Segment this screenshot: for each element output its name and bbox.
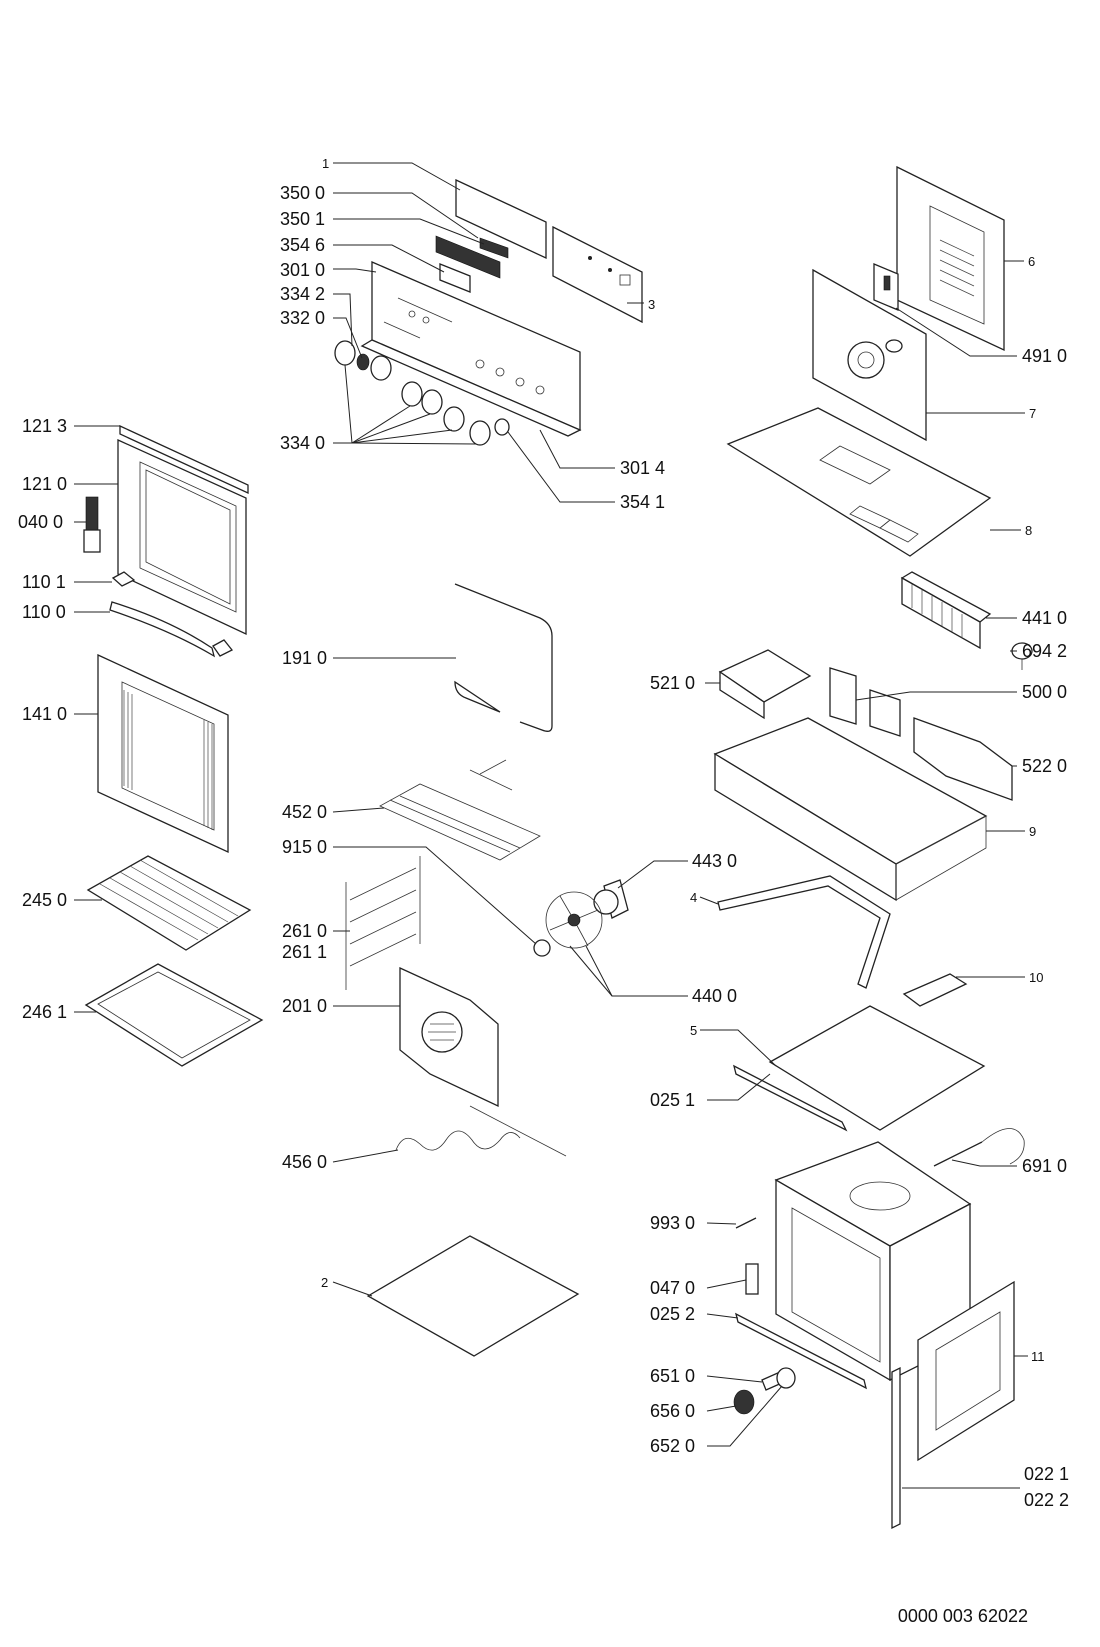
callout-452-0: 452 0 — [282, 802, 327, 822]
part-10-bracket — [902, 973, 968, 1007]
callout-8: 8 — [1025, 523, 1032, 538]
part-191-door-seal — [454, 583, 553, 732]
callout-354-6: 354 6 — [280, 235, 325, 255]
callout-652-0: 652 0 — [650, 1436, 695, 1456]
callout-4: 4 — [690, 890, 697, 905]
callout-993-0: 993 0 — [650, 1213, 695, 1233]
part-245-wire-shelf — [86, 855, 252, 951]
callout-5: 5 — [690, 1023, 697, 1038]
callout-915-0: 915 0 — [282, 837, 327, 857]
callout-246-1: 246 1 — [22, 1002, 67, 1022]
callout-522-0: 522 0 — [1022, 756, 1067, 776]
part-201-fan-cover — [399, 966, 499, 1108]
callout-521-0: 521 0 — [650, 673, 695, 693]
callout-334-0: 334 0 — [280, 433, 325, 453]
part-521-control-unit — [718, 649, 812, 720]
part-1-panel-bracket — [455, 178, 643, 324]
part-652-knob-base — [776, 1367, 796, 1389]
callout-3: 3 — [648, 297, 655, 312]
callout-350-1: 350 1 — [280, 209, 325, 229]
part-2-bottom-plate — [366, 1235, 580, 1357]
part-7-back-panel — [812, 268, 927, 442]
part-915-nut — [533, 939, 551, 957]
part-656-knob — [733, 1389, 755, 1415]
leader-lines — [74, 162, 1028, 1489]
part-261-side-rails — [345, 856, 421, 990]
callout-691-0: 691 0 — [1022, 1156, 1067, 1176]
callout-labels: 1 350 0 350 1 354 6 301 0 334 2 332 0 3 … — [18, 156, 1069, 1510]
callout-301-4: 301 4 — [620, 458, 665, 478]
callout-7: 7 — [1029, 406, 1036, 421]
callout-110-1: 110 1 — [22, 572, 66, 592]
callout-040-0: 040 0 — [18, 512, 63, 532]
callout-110-0: 110 0 — [22, 602, 66, 622]
part-022-front-strip — [891, 1366, 901, 1530]
callout-261-1: 261 1 — [282, 942, 327, 962]
callout-354-1: 354 1 — [620, 492, 665, 512]
part-040-hinge — [83, 496, 101, 553]
part-440-fan-blade — [545, 891, 603, 949]
part-8-top-plate — [726, 407, 992, 557]
part-491-relay — [873, 263, 899, 311]
part-354-display-window — [439, 263, 471, 293]
part-246-baking-tray — [84, 963, 264, 1067]
callout-025-1: 025 1 — [650, 1090, 695, 1110]
part-110-handle — [109, 571, 234, 658]
callout-191-0: 191 0 — [282, 648, 327, 668]
part-456-bottom-element — [395, 1105, 567, 1157]
part-5-mounting-plate — [733, 1005, 986, 1132]
callout-500-0: 500 0 — [1022, 682, 1067, 702]
part-047-bracket — [745, 1263, 759, 1295]
callout-301-0: 301 0 — [280, 260, 325, 280]
part-441-tangential-fan — [900, 571, 992, 650]
part-334-knobs — [334, 340, 510, 446]
callout-10: 10 — [1029, 970, 1043, 985]
callout-334-2: 334 2 — [280, 284, 325, 304]
callout-443-0: 443 0 — [692, 851, 737, 871]
part-452-grill-element — [379, 759, 541, 861]
part-4-side-bracket — [717, 875, 891, 989]
part-993-screw — [735, 1217, 757, 1229]
callout-245-0: 245 0 — [22, 890, 67, 910]
callout-121-3: 121 3 — [22, 416, 67, 436]
callout-6: 6 — [1028, 254, 1035, 269]
callout-261-0: 261 0 — [282, 921, 327, 941]
part-522-module — [913, 717, 1013, 801]
callout-1: 1 — [322, 156, 329, 171]
callout-2: 2 — [321, 1275, 328, 1290]
callout-491-0: 491 0 — [1022, 346, 1067, 366]
part-350-electronic-board — [435, 235, 509, 279]
document-number: 0000 003 62022 — [897, 1606, 1028, 1626]
callout-440-0: 440 0 — [692, 986, 737, 1006]
callout-656-0: 656 0 — [650, 1401, 695, 1421]
callout-651-0: 651 0 — [650, 1366, 695, 1386]
callout-022-2: 022 2 — [1024, 1490, 1069, 1510]
callout-025-2: 025 2 — [650, 1304, 695, 1324]
part-121-door-frame — [117, 424, 249, 636]
callout-441-0: 441 0 — [1022, 608, 1067, 628]
part-141-outer-door-glass — [97, 653, 229, 854]
part-11-side-panel — [917, 1280, 1015, 1462]
callout-11: 11 — [1031, 1349, 1045, 1364]
callout-121-0: 121 0 — [22, 474, 67, 494]
callout-694-2: 694 2 — [1022, 641, 1067, 661]
part-691-temperature-probe — [933, 1128, 1025, 1167]
part-025-rail — [735, 1312, 867, 1390]
part-443-fan-motor — [593, 879, 629, 919]
callout-332-0: 332 0 — [280, 308, 325, 328]
callout-350-0: 350 0 — [280, 183, 325, 203]
callout-022-1: 022 1 — [1024, 1464, 1069, 1484]
part-500-switch — [829, 667, 901, 737]
callout-9: 9 — [1029, 824, 1036, 839]
callout-141-0: 141 0 — [22, 704, 67, 724]
callout-201-0: 201 0 — [282, 996, 327, 1016]
part-9-component-tray — [713, 717, 988, 902]
part-301-control-panel — [360, 261, 582, 437]
part-6-rear-cover — [896, 165, 1005, 352]
callout-047-0: 047 0 — [650, 1278, 695, 1298]
callout-456-0: 456 0 — [282, 1152, 327, 1172]
